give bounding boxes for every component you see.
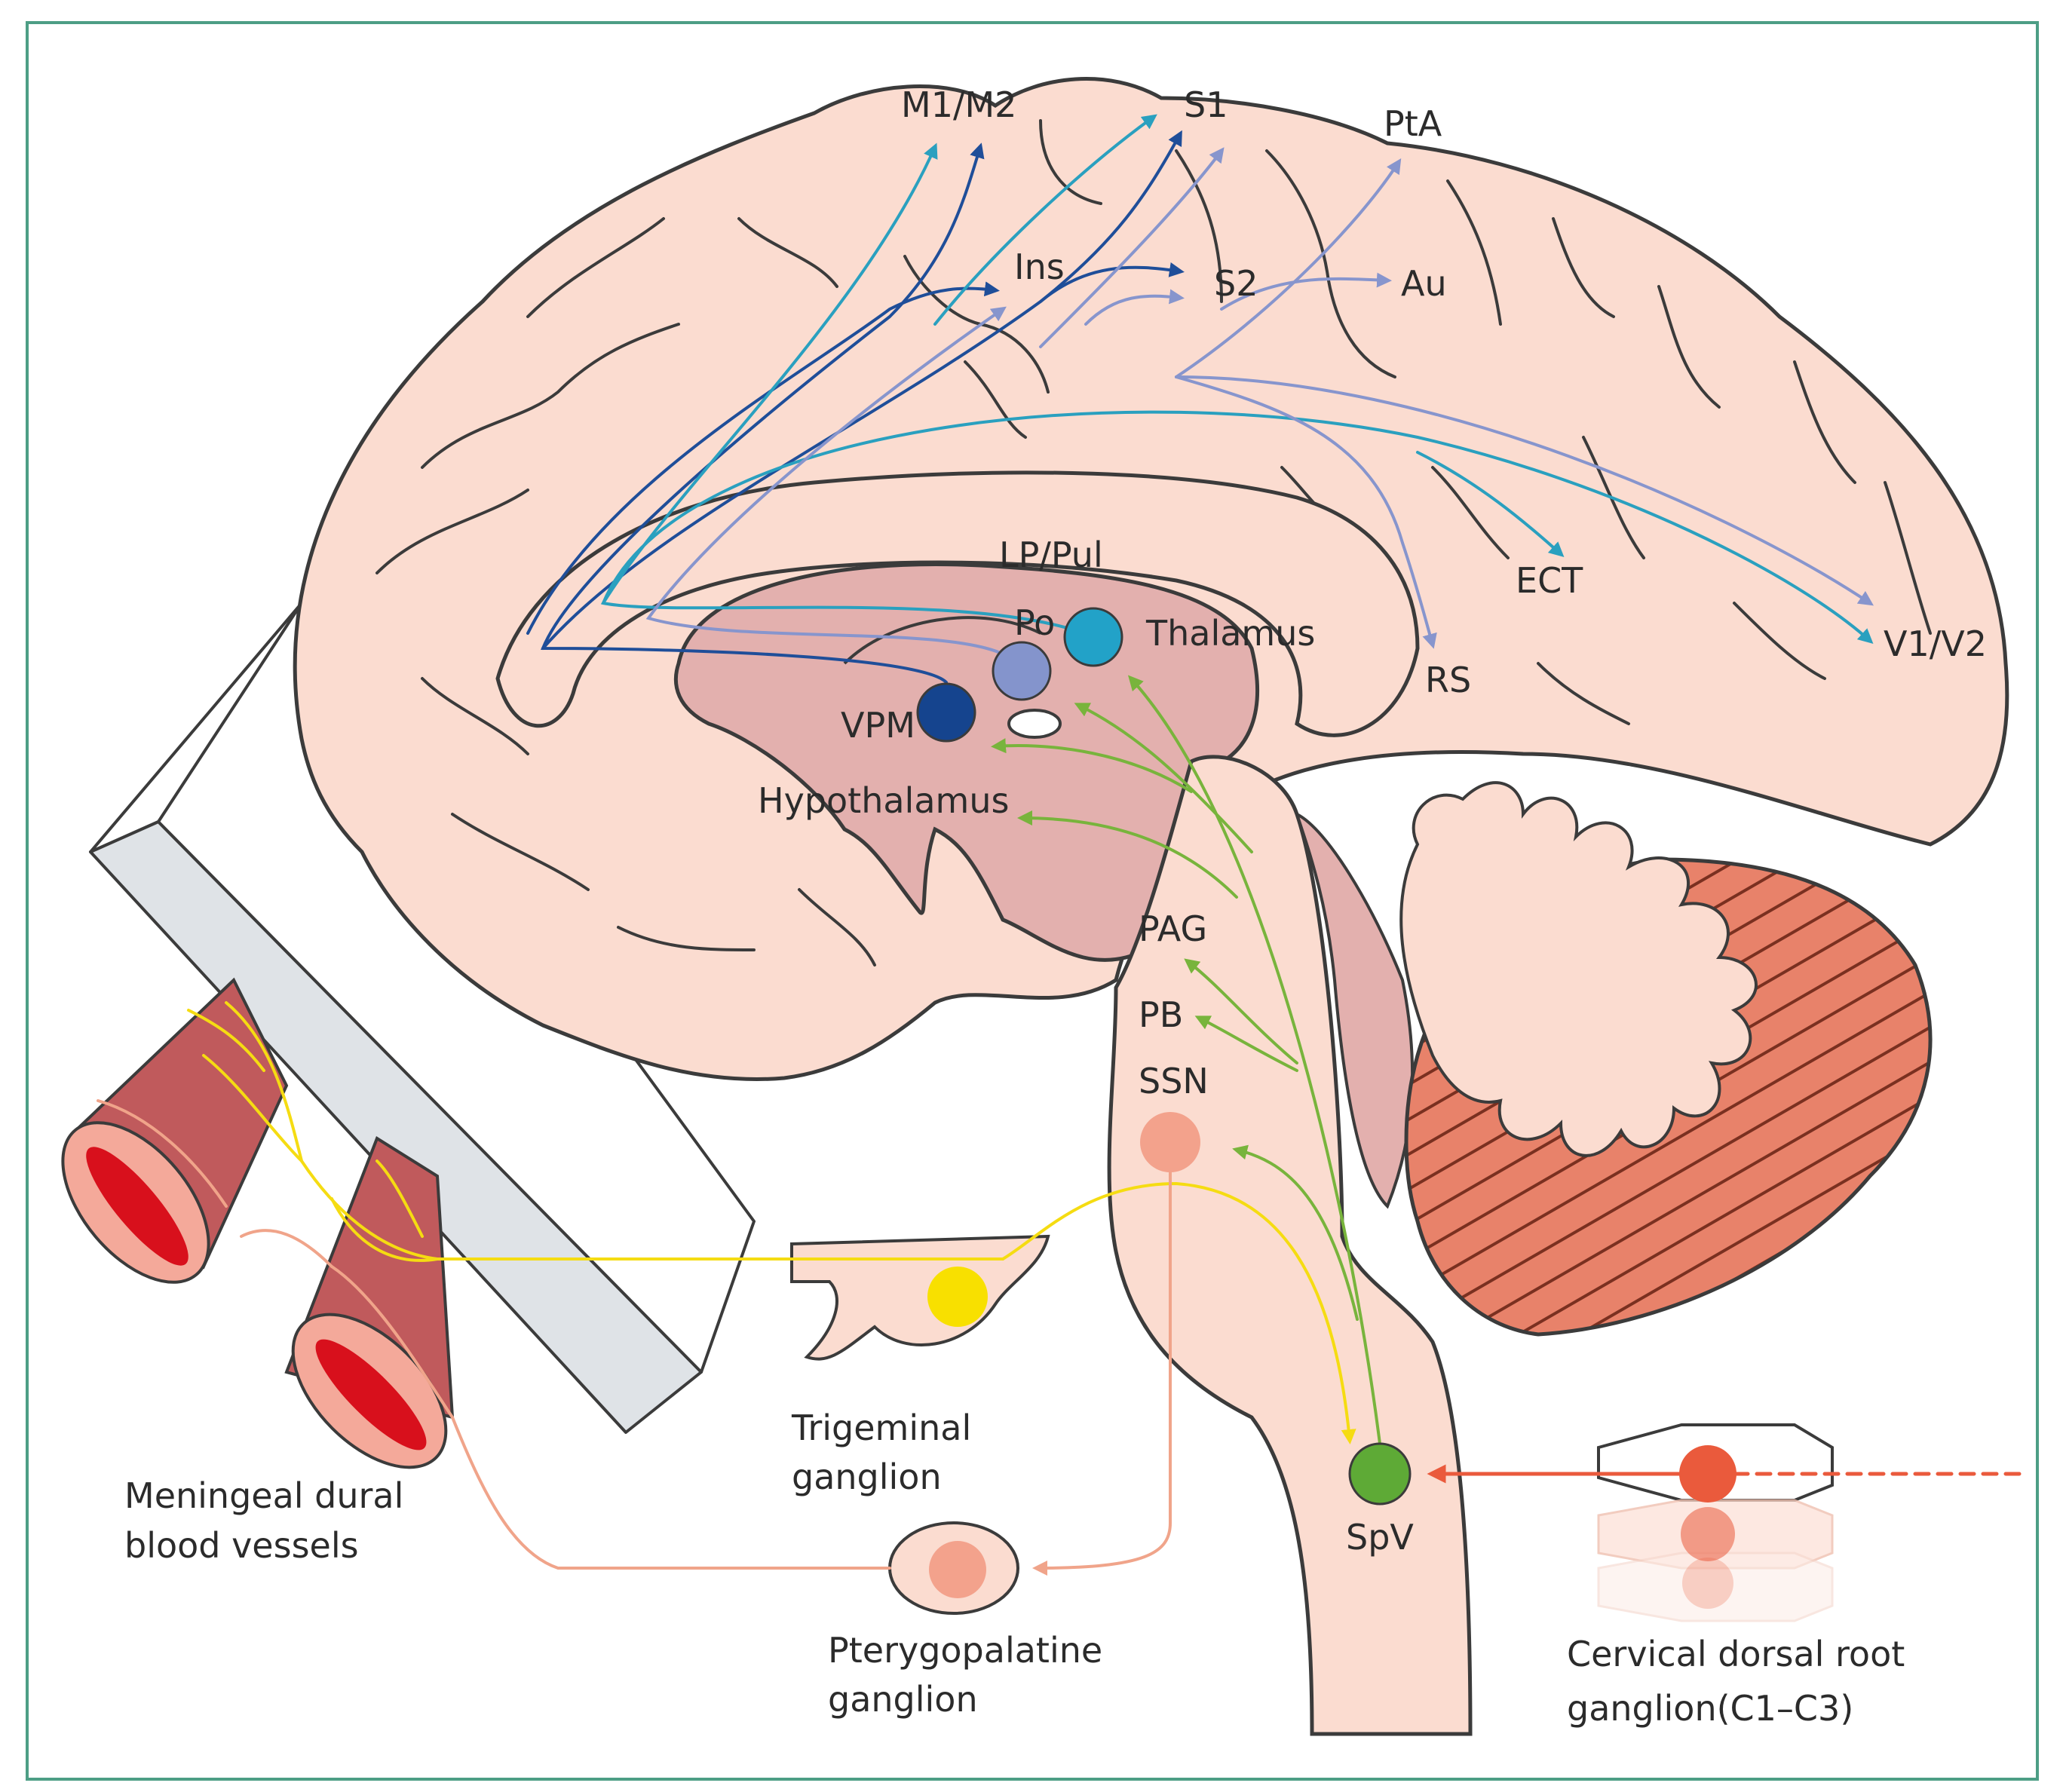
trigeminal-node [927,1267,988,1327]
fourth-ventricle-band [1294,811,1415,1209]
path-spv-to-hypothalamus [1017,810,1238,899]
path-vpm-to-s1 [541,130,1182,650]
path-thal-to-s1 [933,114,1157,326]
label-ins: Ins [1014,247,1065,287]
label-vessels-2: blood vessels [124,1525,359,1566]
path-thal-to-v1v2 [602,410,1874,645]
path-vpm-to-m1m2 [541,142,985,684]
thalamus-region [673,562,1259,962]
meningeal-vessel-1 [61,977,289,1284]
thalamus-node [1063,607,1123,667]
label-pag: PAG [1139,908,1207,949]
path-po-to-v1v2 [1175,375,1874,606]
label-po: Po [1014,602,1055,643]
po-node [992,641,1052,701]
path-ppg-to-vessels [451,1416,891,1570]
path-thal-to-ect [1416,451,1565,558]
skull-plates [89,602,756,1434]
ssn-node [1140,1112,1200,1172]
path-vpm-to-ins [526,281,1000,635]
label-m1m2: M1/M2 [901,84,1016,125]
path-ssn-to-ppg [1032,1171,1172,1576]
path-po-to-s1 [1039,147,1225,348]
cervical-node [1679,1445,1736,1503]
path-spv-to-pag [1184,958,1298,1064]
cervical-node-shadow-1 [1681,1507,1735,1561]
label-rs: RS [1425,660,1471,700]
label-trigeminal-1: Trigeminal [791,1408,971,1448]
vpm-node [916,682,976,743]
path-po-to-s2 [1084,289,1185,326]
pterygopalatine-node [929,1541,986,1598]
trigeminal-ganglion-body [790,1234,1050,1361]
path-spv-to-vpm [991,738,1193,793]
labels: M1/M2 S1 PtA Ins S2 Au ECT RS V1/V2 LP/P… [124,84,1987,1729]
spinal-trigeminal-projections [991,675,1381,1445]
trigeminal-fibres [187,1001,1356,1444]
label-trigeminal-2: ganglion [792,1457,942,1497]
figure-frame [26,21,2039,1781]
label-pterygopalatine-1: Pterygopalatine [828,1630,1102,1671]
cervical-node-shadow-2 [1682,1558,1733,1609]
label-au: Au [1401,263,1447,304]
label-thalamus: Thalamus [1145,613,1315,654]
label-ect: ECT [1516,560,1583,601]
label-pta: PtA [1384,103,1442,144]
label-lp-pul: LP/Pul [999,535,1103,575]
parasympathetic-fibres [97,1099,1172,1576]
label-s2: S2 [1214,263,1258,304]
label-pterygopalatine-2: ganglion [828,1679,978,1720]
label-vpm: VPM [841,705,915,746]
cerebrum [293,77,2009,1082]
label-vessels-1: Meningeal dural [124,1475,403,1516]
path-po-to-au [1220,272,1392,311]
path-po-to-rs [1175,375,1437,649]
label-spv: SpV [1346,1517,1414,1558]
label-ssn: SSN [1139,1061,1209,1101]
label-cervical-1: Cervical dorsal root [1567,1634,1905,1674]
gyri-sulci [375,119,1932,966]
path-po-to-ins [645,306,1023,672]
arbor-vitae [1399,781,1758,1157]
label-pb: PB [1139,994,1183,1035]
path-spv-to-pb [1194,1015,1298,1072]
fornix [843,616,1041,665]
cortical-projections [526,114,1874,684]
meningeal-vessel-2 [284,1136,455,1469]
path-po-to-pta [1175,158,1402,378]
label-v1v2: V1/V2 [1884,623,1987,664]
path-tg-to-spv [1001,1181,1356,1444]
label-s1: S1 [1184,84,1228,125]
spv-node [1348,1442,1412,1506]
path-spv-to-thalamus [1127,675,1381,1445]
thalamus-hole [1007,709,1062,739]
path-spv-to-po [1074,703,1253,853]
path-vpm-to-s2 [1039,262,1185,303]
path-spv-to-ssn [1232,1144,1359,1321]
label-cervical-2: ganglion(C1–C3) [1567,1688,1853,1729]
label-hypothalamus: Hypothalamus [758,780,1009,821]
